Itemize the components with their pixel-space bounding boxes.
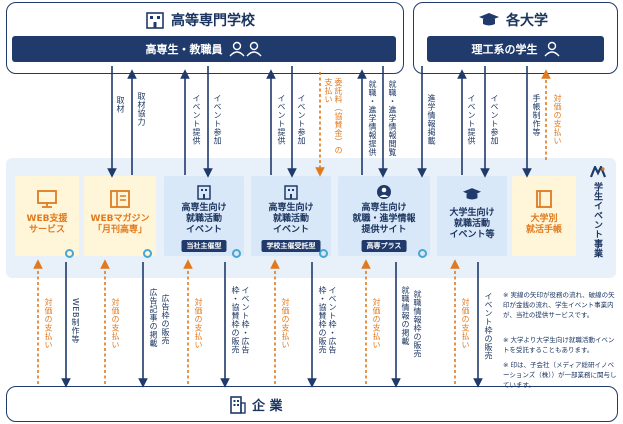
label-event-participate: イベント参加	[213, 94, 222, 145]
card-kosen-info-site-label: 高専生向け 就職・進学情報 提供サイト	[352, 203, 416, 235]
label-commission-payment: 委託料（協賛金）の支払い	[324, 78, 343, 155]
label-event-provide: イベント提供	[192, 94, 201, 145]
subsidiary-gear-icon	[65, 249, 74, 258]
label-ad-article: 広告記事の掲載	[149, 288, 158, 348]
label-info-provide: 就職・進学情報提供	[368, 80, 377, 157]
kosen-bar: 高専生・教職員	[12, 36, 396, 62]
card-university-event-label: 大学生向け 就職活動 イベント等	[449, 208, 495, 240]
company-title-text: 企 業	[252, 399, 283, 414]
card-kosen-event-school-tag: 学校主催受託型	[261, 240, 321, 252]
card-kosen-event-school-label: 高専生向け 就職活動 イベント	[268, 203, 314, 235]
card-kosen-event-school: 高専生向け 就職活動 イベント 学校主催受託型	[251, 176, 331, 256]
kosen-bar-label: 高専生・教職員	[145, 43, 223, 56]
graduation-cap-icon	[479, 13, 499, 26]
note-university-commission: ※ 大学より大学生向け就職活動イベントを受託することもあります。	[503, 336, 615, 354]
label-info-browse: 就職・進学情報閲覧	[388, 80, 397, 157]
office-building-icon	[230, 395, 246, 414]
label-coverage: 取材	[116, 96, 125, 113]
note-arrows: ※ 実線の矢印が役務の流れ、破線の矢印が金銭の流れ、学生イベント事業内が、当社の…	[503, 291, 615, 319]
card-kosen-event-own-tag: 当社主催型	[181, 240, 227, 252]
label-event-slot-sales: イベント枠・広告枠・協賛枠の販売	[318, 286, 337, 354]
label-event-slot-sales: イベント枠・広告枠・協賛枠の販売	[231, 286, 250, 354]
label-payment: 対価の支払い	[461, 298, 470, 349]
kosen-title: 高等専門学校	[145, 10, 255, 30]
card-web-support: WEB支援 サービス	[15, 176, 79, 256]
card-university-event: 大学生向け 就職活動 イベント等	[437, 176, 507, 256]
monitor-icon	[37, 190, 57, 208]
university-title-text: 各大学	[506, 13, 548, 29]
subsidiary-gear-icon	[319, 249, 328, 258]
kosen-title-text: 高等専門学校	[171, 13, 255, 29]
university-title: 各大学	[478, 10, 548, 30]
building-icon	[284, 185, 298, 200]
label-admission-info: 進学情報掲載	[427, 94, 436, 145]
brand-logo-icon	[590, 166, 606, 178]
label-job-info-slot-sales: 就職情報枠の販売	[413, 290, 422, 358]
book-icon	[110, 190, 130, 208]
building-icon	[197, 185, 211, 200]
university-bar-label: 理工系の学生	[471, 43, 538, 56]
label-payment: 対価の支払い	[194, 298, 203, 349]
person-icon	[543, 41, 560, 57]
label-event-participate: イベント参加	[297, 94, 306, 145]
label-payment: 対価の支払い	[281, 298, 290, 349]
brand-name: 学生イベント事業	[592, 182, 602, 258]
globe-person-icon	[377, 185, 391, 199]
subsidiary-gear-icon	[232, 249, 241, 258]
subsidiary-gear-icon	[418, 249, 427, 258]
label-payment: 対価の支払い	[372, 298, 381, 349]
people-icon	[228, 41, 262, 57]
label-event-slot-sales: イベント枠の販売	[484, 292, 493, 360]
label-job-info-posting: 就職情報の掲載	[401, 286, 410, 346]
card-web-magazine-label: WEBマガジン 「月刊高専」	[90, 214, 150, 235]
card-university-notebook-label: 大学別 就活手帳	[525, 214, 562, 235]
label-coverage-cooperation: 取材協力	[137, 92, 146, 126]
notebook-icon	[536, 190, 552, 208]
label-event-provide: イベント提供	[467, 94, 476, 145]
card-kosen-info-site-tag: 高専プラス	[361, 240, 407, 252]
label-event-provide: イベント提供	[277, 94, 286, 145]
label-web-production: WEB制作等	[71, 298, 80, 344]
card-web-support-label: WEB支援 サービス	[26, 214, 68, 235]
card-web-magazine: WEBマガジン 「月刊高専」	[84, 176, 156, 256]
label-ad-slot-sales: 広告枠の販売	[161, 294, 170, 345]
label-payment: 対価の支払い	[553, 94, 562, 145]
building-icon	[146, 12, 164, 29]
label-payment: 対価の支払い	[44, 298, 53, 349]
university-bar: 理工系の学生	[427, 36, 604, 62]
card-university-notebook: 大学別 就活手帳	[512, 176, 576, 256]
card-kosen-event-own-label: 高専生向け 就職活動 イベント	[181, 203, 227, 235]
card-kosen-info-site: 高専生向け 就職・進学情報 提供サイト 高専プラス	[338, 176, 430, 256]
note-subsidiary: ※ 印は、子会社（メディア総研イノベーションズ（株））が一部業務に関与しています…	[503, 361, 617, 389]
subsidiary-gear-icon	[143, 249, 152, 258]
company-title: 企 業	[228, 395, 283, 414]
label-notebook-production: 手帳制作等	[532, 94, 541, 137]
graduation-cap-icon	[462, 188, 482, 200]
label-event-participate: イベント参加	[490, 94, 499, 145]
label-payment: 対価の支払い	[111, 298, 120, 349]
brand-area: 学生イベント事業	[585, 164, 611, 274]
company-panel	[6, 386, 618, 422]
card-kosen-event-own: 高専生向け 就職活動 イベント 当社主催型	[164, 176, 244, 256]
